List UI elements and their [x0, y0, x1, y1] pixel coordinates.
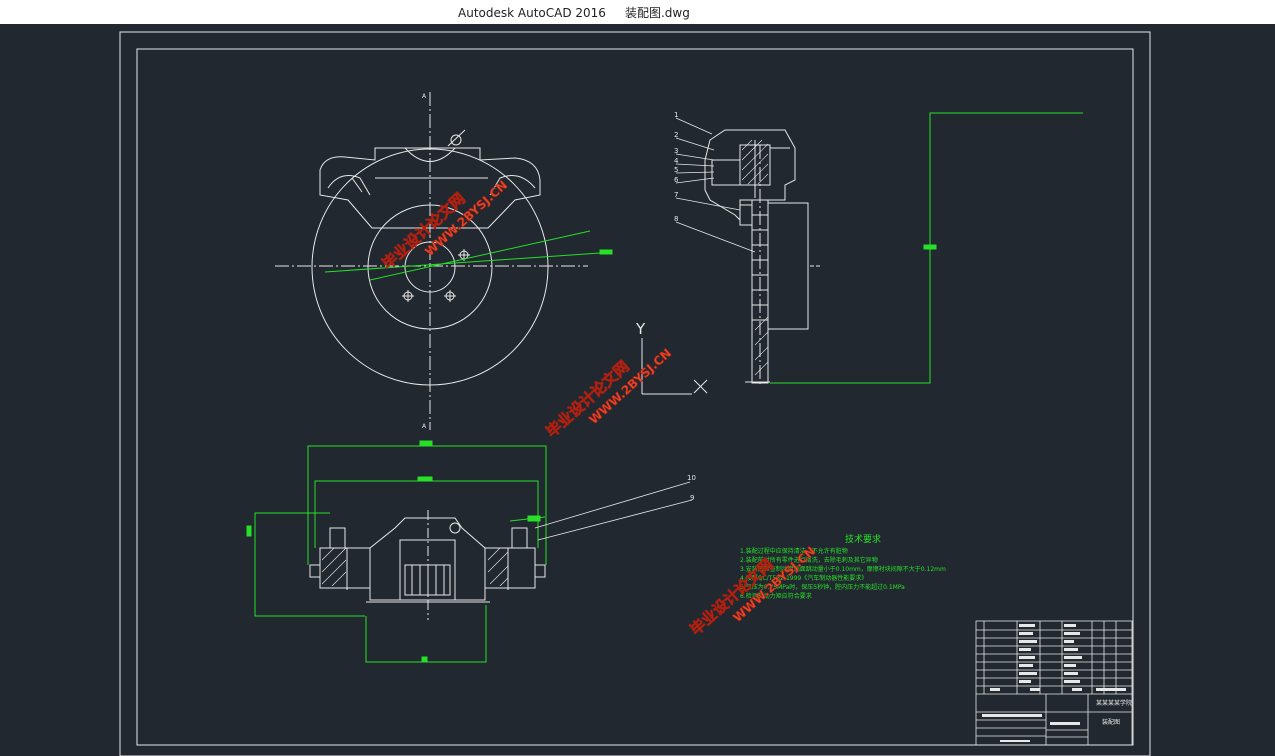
title-block-drawing-name: 装配图	[1102, 718, 1120, 726]
bottom-view-callouts	[534, 481, 693, 541]
part-numbers: 1 2 3 4 5 6 7 8	[674, 111, 679, 223]
ucs-icon	[641, 338, 708, 395]
svg-text:2: 2	[674, 131, 678, 139]
section-mark-top: A	[422, 93, 427, 100]
svg-text:8: 8	[674, 215, 678, 223]
watermark-2: 毕业设计论文网 WWW.2BYSJ.CN	[542, 346, 674, 442]
svg-text:3.安装后检查制动盘端面跳动量小于0.10mm，摩擦衬块间隙: 3.安装后检查制动盘端面跳动量小于0.10mm，摩擦衬块间隙不大于0.12mm	[740, 565, 946, 573]
svg-text:7: 7	[674, 191, 678, 199]
drawing-svg: A A	[119, 31, 1151, 756]
svg-text:1: 1	[674, 111, 678, 119]
side-view-dimension	[770, 112, 1083, 384]
ucs-y-label: Y	[635, 320, 646, 338]
technical-requirements: 技术要求 1.装配过程中应保持清洁，不允许有脏物 2.装配前对所有零件进行清洗，…	[740, 533, 946, 600]
svg-text:6.检测制动力矩应符合要求: 6.检测制动力矩应符合要求	[740, 592, 812, 600]
window-title: Autodesk AutoCAD 2016 装配图.dwg	[458, 6, 690, 20]
bottom-view-hatch	[321, 547, 509, 587]
svg-text:3: 3	[674, 147, 678, 155]
svg-text:4.按照QC/T582-1999《汽车制动器性能要求》: 4.按照QC/T582-1999《汽车制动器性能要求》	[740, 574, 867, 582]
drawing-canvas[interactable]: A A	[0, 24, 1275, 756]
sheet-inner-border	[136, 48, 1134, 746]
svg-text:2.装配前对所有零件进行清洗，去除毛刺及其它异物: 2.装配前对所有零件进行清洗，去除毛刺及其它异物	[740, 556, 878, 564]
svg-text:1.装配过程中应保持清洁，不允许有脏物: 1.装配过程中应保持清洁，不允许有脏物	[740, 547, 848, 555]
svg-text:4: 4	[674, 157, 679, 165]
title-block	[975, 620, 1133, 746]
svg-text:技术要求: 技术要求	[845, 533, 881, 545]
front-view: A A	[275, 92, 588, 430]
title-block-company: 某某某某学院	[1096, 699, 1132, 707]
side-view	[704, 129, 820, 385]
window-titlebar: Autodesk AutoCAD 2016 装配图.dwg	[0, 0, 1275, 25]
svg-text:5.气压为0.75MPa时，保压5秒钟，腔内压力不能超过0.: 5.气压为0.75MPa时，保压5秒钟，腔内压力不能超过0.1MPa	[740, 583, 905, 591]
callout-9: 9	[690, 494, 694, 502]
side-view-hatch	[741, 139, 769, 376]
bottom-view-dimensions	[246, 440, 547, 663]
bottom-view	[309, 510, 546, 620]
svg-text:6: 6	[674, 176, 679, 184]
part-number-leaders	[675, 117, 756, 253]
svg-text:5: 5	[674, 166, 678, 174]
title-block-fills	[982, 624, 1126, 742]
section-mark-bottom: A	[422, 423, 427, 430]
front-view-leaders	[324, 230, 613, 281]
callout-10: 10	[687, 474, 696, 482]
sheet-outer-border	[119, 31, 1151, 756]
